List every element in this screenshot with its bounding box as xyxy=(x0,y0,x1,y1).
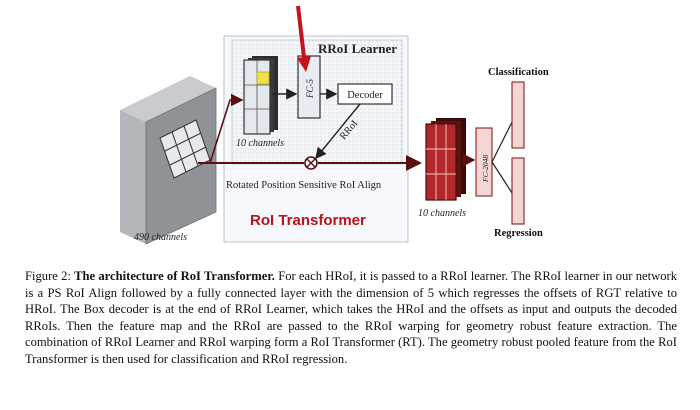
architecture-diagram: FC-5 Decoder RRoI Learner RRoI xyxy=(120,5,549,245)
align-label: Rotated Position Sensitive RoI Align xyxy=(226,180,382,191)
regression-head xyxy=(511,157,525,225)
rotated-roi-grid xyxy=(159,119,211,179)
channels-left-label: 10 channels xyxy=(236,138,284,149)
branch-to-classification xyxy=(491,117,515,163)
red-arrow-shaft xyxy=(296,5,307,67)
feature-stack-left xyxy=(243,56,278,135)
roi-transformer-title: RoI Transformer xyxy=(250,212,366,229)
channels-490-label: 490 channels xyxy=(134,232,187,243)
classification-head xyxy=(511,81,525,149)
regression-label: Regression xyxy=(494,228,543,239)
channels-right-label: 10 channels xyxy=(418,208,466,219)
branch-to-learner xyxy=(209,93,244,164)
red-arrow-head xyxy=(297,56,311,72)
caption-title: The architecture of RoI Transformer. xyxy=(74,269,275,283)
classification-label: Classification xyxy=(488,67,549,78)
caption-prefix: Figure 2: xyxy=(25,269,75,283)
architecture-figure: FC-5 Decoder RRoI Learner RRoI xyxy=(120,5,549,245)
rroi-learner-title: RRoI Learner xyxy=(318,41,397,56)
fc5-layer xyxy=(297,55,321,119)
figure-caption: Figure 2: The architecture of RoI Transf… xyxy=(25,268,677,368)
fc2048-label: FC-2048 xyxy=(481,155,490,183)
decoder-box xyxy=(337,83,393,105)
arrow-decoder-to-align xyxy=(315,103,361,160)
highlight-cell xyxy=(256,71,270,85)
branch-to-regression xyxy=(491,161,515,197)
caption-body: For each HRoI, it is passed to a RRoI le… xyxy=(25,269,677,366)
fc5-label: FC-5 xyxy=(305,79,315,99)
feature-stack-right xyxy=(425,118,466,201)
multiply-node xyxy=(304,156,318,170)
decoder-label: Decoder xyxy=(347,90,383,101)
